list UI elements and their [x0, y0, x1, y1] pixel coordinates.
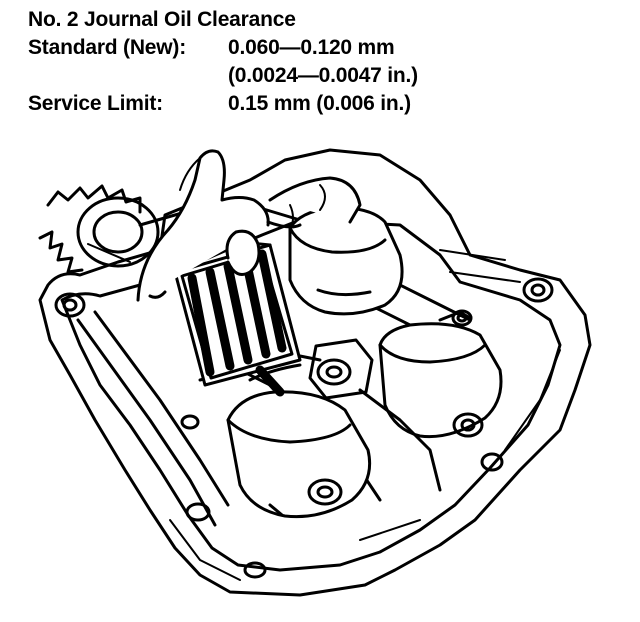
mounting-boss-bottom-left [180, 414, 211, 522]
head-ribs [169, 249, 561, 581]
standard-label: Standard (New): [28, 36, 187, 59]
center-bolt [308, 338, 374, 400]
mounting-boss-left [54, 292, 86, 318]
bearing-cap-lower [226, 390, 372, 519]
camshaft-gear [38, 184, 160, 274]
standard-value-mm: 0.060—0.120 mm [228, 36, 395, 59]
spec-block: No. 2 Journal Oil Clearance Standard (Ne… [28, 6, 588, 118]
plastigage-strips [173, 243, 302, 397]
standard-row: Standard (New): 0.060—0.120 mm [28, 34, 588, 62]
corner-bolt-upper-right [451, 309, 473, 327]
service-value: 0.15 mm (0.006 in.) [228, 92, 411, 115]
standard-row-inches: (0.0024—0.0047 in.) [28, 62, 588, 90]
standard-label-spacer [28, 62, 228, 90]
service-label: Service Limit: [28, 92, 163, 115]
cam-lobe-upper [288, 206, 404, 316]
hand [136, 149, 362, 302]
service-row: Service Limit: 0.15 mm (0.006 in.) [28, 90, 588, 118]
spec-title: No. 2 Journal Oil Clearance [28, 8, 296, 31]
mounting-boss-bottom-right [243, 452, 504, 579]
mounting-boss-right [522, 277, 554, 303]
bearing-cap-right [378, 310, 503, 439]
camshaft-plastigage-illustration [38, 148, 592, 597]
standard-value-in: (0.0024—0.0047 in.) [228, 64, 418, 87]
